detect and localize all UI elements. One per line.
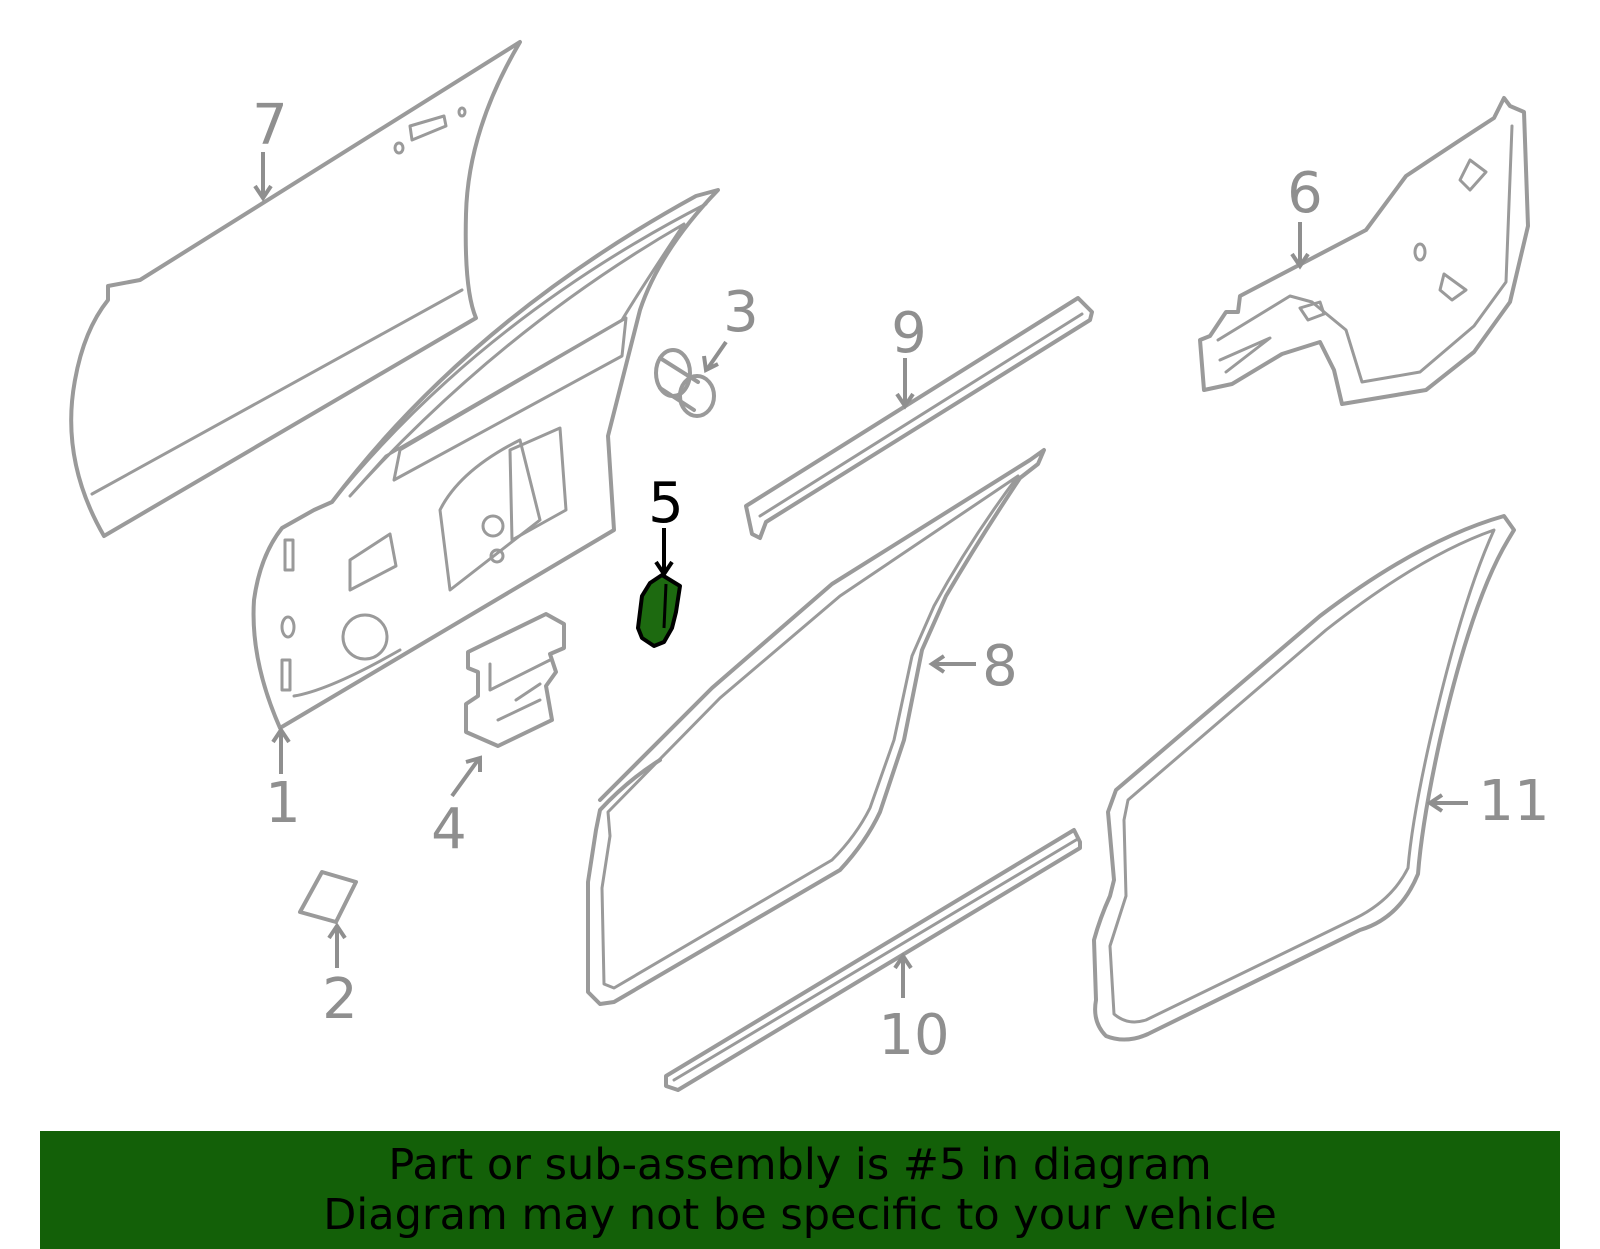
svg-text:11: 11 (1478, 769, 1549, 834)
svg-text:5: 5 (648, 471, 684, 536)
svg-text:4: 4 (431, 797, 467, 862)
callout-3: 3 (702, 280, 759, 374)
parts-diagram: 7 1 2 3 4 5 6 9 8 10 11 (69, 40, 1550, 1092)
part-4-bracket[interactable] (464, 612, 566, 748)
callout-4: 4 (431, 755, 482, 862)
banner-line-1: Part or sub-assembly is #5 in diagram (388, 1140, 1212, 1190)
callout-9: 9 (891, 301, 927, 410)
callout-1: 1 (265, 726, 301, 836)
callout-7: 7 (252, 93, 288, 202)
callout-6: 6 (1287, 161, 1323, 270)
svg-text:10: 10 (878, 1003, 949, 1068)
part-1-door-shell[interactable] (251, 188, 720, 730)
part-9-strip[interactable] (744, 296, 1094, 540)
svg-text:6: 6 (1287, 161, 1323, 226)
svg-text:7: 7 (252, 93, 288, 158)
part-5-highlighted[interactable] (636, 573, 682, 648)
svg-text:8: 8 (982, 634, 1018, 699)
callout-10: 10 (878, 952, 950, 1068)
callout-11: 11 (1426, 769, 1550, 834)
part-2-pad[interactable] (298, 870, 358, 924)
svg-text:9: 9 (891, 301, 927, 366)
part-3-plug[interactable] (654, 348, 716, 418)
svg-text:3: 3 (723, 280, 759, 345)
banner-line-2: Diagram may not be specific to your vehi… (323, 1190, 1277, 1240)
part-6-liner[interactable] (1198, 96, 1530, 406)
part-11-opening-seal[interactable] (1092, 514, 1516, 1042)
info-banner: Part or sub-assembly is #5 in diagram Di… (40, 1131, 1560, 1249)
svg-text:2: 2 (322, 967, 358, 1032)
callout-5: 5 (648, 471, 684, 578)
svg-text:1: 1 (265, 771, 301, 836)
callout-8: 8 (928, 634, 1018, 699)
callout-2: 2 (322, 922, 358, 1032)
part-7-outer-panel[interactable] (69, 40, 522, 538)
part-10-lower-strip[interactable] (664, 828, 1082, 1092)
part-8-weatherstrip[interactable] (586, 448, 1046, 1006)
